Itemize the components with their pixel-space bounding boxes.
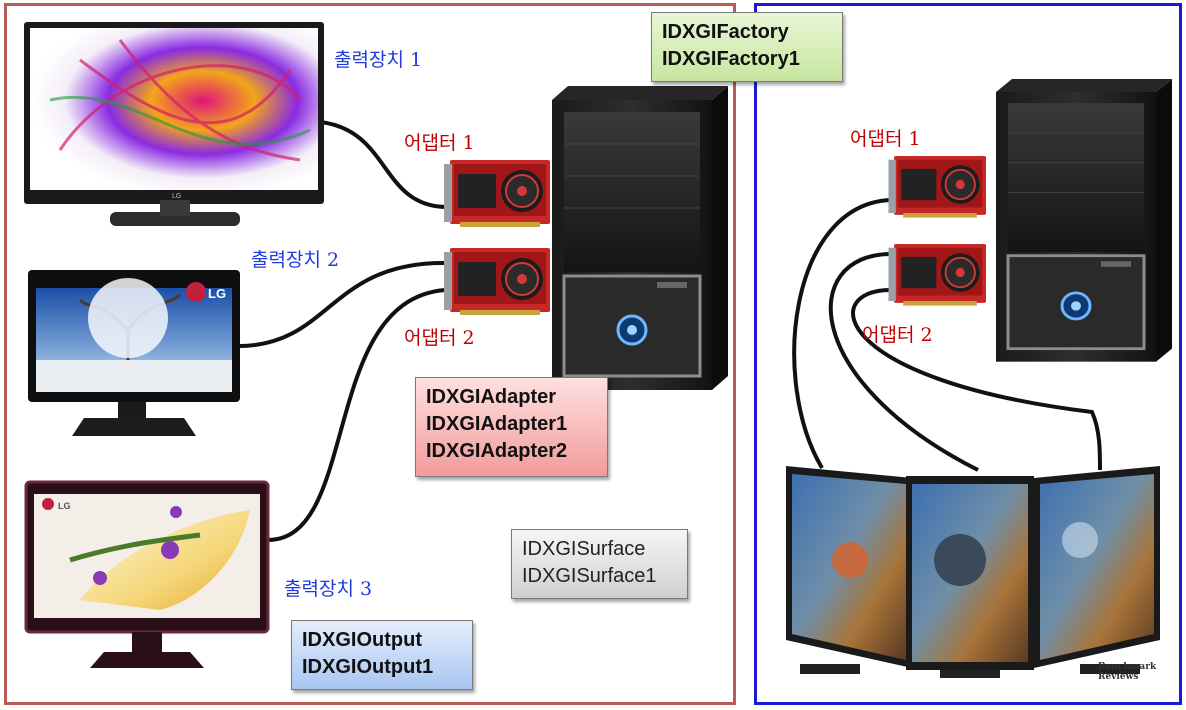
- output-interface-0: IDXGIOutput: [302, 627, 462, 654]
- adapter-interface-1: IDXGIAdapter1: [426, 411, 597, 438]
- monitor-2: LG: [28, 270, 240, 436]
- surface-interface-1: IDXGISurface1: [522, 563, 677, 590]
- surface-interface-0: IDXGISurface: [522, 536, 677, 563]
- adapter-interface-2: IDXGIAdapter2: [426, 438, 597, 465]
- adapter-2-left-card: [444, 248, 550, 315]
- svg-text:LG: LG: [172, 193, 181, 200]
- adapter-1-right-label: 어댑터 1: [850, 124, 921, 151]
- triple-monitor: [786, 466, 1160, 678]
- adapter-1-left-card: [444, 160, 550, 227]
- factory-interface-0: IDXGIFactory: [662, 19, 832, 46]
- benchmark-reviews-watermark: Benchmark Reviews: [1098, 662, 1158, 682]
- idxgisurface-box: IDXGISurface IDXGISurface1: [511, 529, 688, 599]
- factory-interface-1: IDXGIFactory1: [662, 46, 832, 73]
- monitor-1: LG: [24, 22, 324, 226]
- adapter-2-right-card: [888, 244, 986, 306]
- output-interface-1: IDXGIOutput1: [302, 654, 462, 681]
- idxgiadapter-box: IDXGIAdapter IDXGIAdapter1 IDXGIAdapter2: [415, 377, 608, 477]
- monitor-3: LG: [26, 482, 268, 668]
- pc-tower-right: [996, 79, 1172, 362]
- adapter-1-right-card: [888, 156, 986, 218]
- adapter-2-right-label: 어댑터 2: [862, 320, 933, 347]
- pc-tower-left: [552, 86, 728, 390]
- svg-text:LG: LG: [208, 286, 226, 301]
- output-device-3-label: 출력장치 3: [284, 574, 372, 601]
- idxgioutput-box: IDXGIOutput IDXGIOutput1: [291, 620, 473, 690]
- output-device-1-label: 출력장치 1: [334, 45, 422, 72]
- adapter-1-left-label: 어댑터 1: [404, 128, 475, 155]
- output-device-2-label: 출력장치 2: [251, 245, 339, 272]
- idxgifactory-box: IDXGIFactory IDXGIFactory1: [651, 12, 843, 82]
- adapter-2-left-label: 어댑터 2: [404, 323, 475, 350]
- adapter-interface-0: IDXGIAdapter: [426, 384, 597, 411]
- svg-text:LG: LG: [58, 501, 71, 511]
